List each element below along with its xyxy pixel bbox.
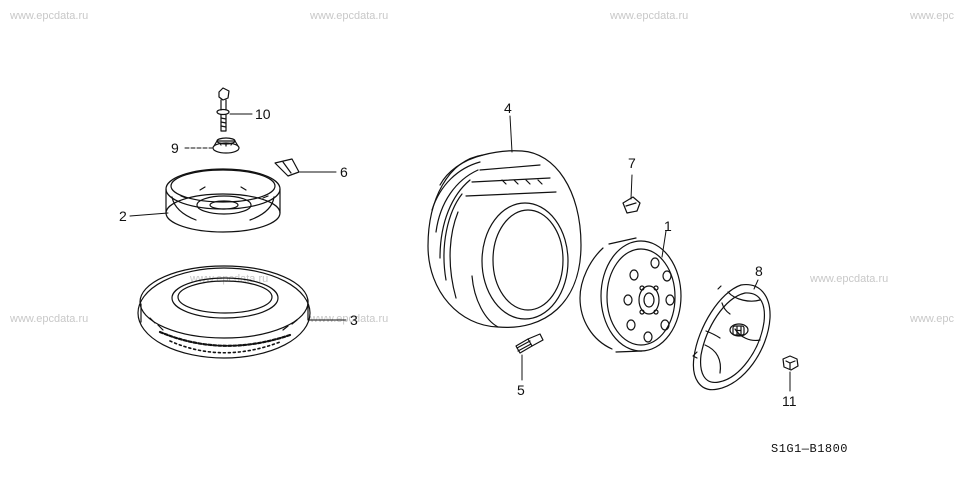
watermark: www.epcdata.ru bbox=[310, 313, 389, 325]
spare-tire-part[interactable] bbox=[137, 265, 311, 359]
watermark: www.epc bbox=[910, 313, 955, 325]
callout-8[interactable]: 8 bbox=[755, 263, 763, 279]
watermark: www.epcdata.ru bbox=[810, 273, 889, 285]
label-part[interactable] bbox=[274, 158, 300, 177]
steel-wheel-part[interactable] bbox=[579, 237, 682, 353]
valve-stem-part[interactable] bbox=[216, 87, 230, 132]
watermark: www.epcdata.ru bbox=[10, 10, 89, 22]
callout-7[interactable]: 7 bbox=[628, 155, 636, 171]
spare-wheel-part[interactable] bbox=[165, 168, 281, 233]
callout-4[interactable]: 4 bbox=[504, 100, 512, 116]
watermark: www.epcdata.ru bbox=[10, 313, 89, 325]
callout-3[interactable]: 3 bbox=[350, 312, 358, 328]
watermark: www.epc bbox=[910, 10, 955, 22]
watermark: www.epcdata.ru bbox=[610, 10, 689, 22]
balance-weight-part[interactable] bbox=[622, 196, 641, 214]
wheel-cover-part[interactable] bbox=[692, 284, 771, 391]
diagram-code: S1G1—B1800 bbox=[771, 442, 849, 456]
watermark: www.epcdata.ru bbox=[310, 10, 389, 22]
callout-5[interactable]: 5 bbox=[517, 382, 525, 398]
leader-lines bbox=[129, 113, 791, 392]
callout-9[interactable]: 9 bbox=[171, 140, 179, 156]
callout-10[interactable]: 10 bbox=[255, 106, 271, 122]
callout-6[interactable]: 6 bbox=[340, 164, 348, 180]
valve-part[interactable] bbox=[515, 333, 544, 354]
main-tire-part[interactable] bbox=[427, 150, 582, 328]
spare-nut-part[interactable] bbox=[212, 137, 240, 154]
callout-11[interactable]: 11 bbox=[782, 393, 797, 409]
lug-nut-part[interactable] bbox=[782, 355, 799, 371]
callout-1[interactable]: 1 bbox=[664, 218, 672, 234]
callout-2[interactable]: 2 bbox=[119, 208, 127, 224]
